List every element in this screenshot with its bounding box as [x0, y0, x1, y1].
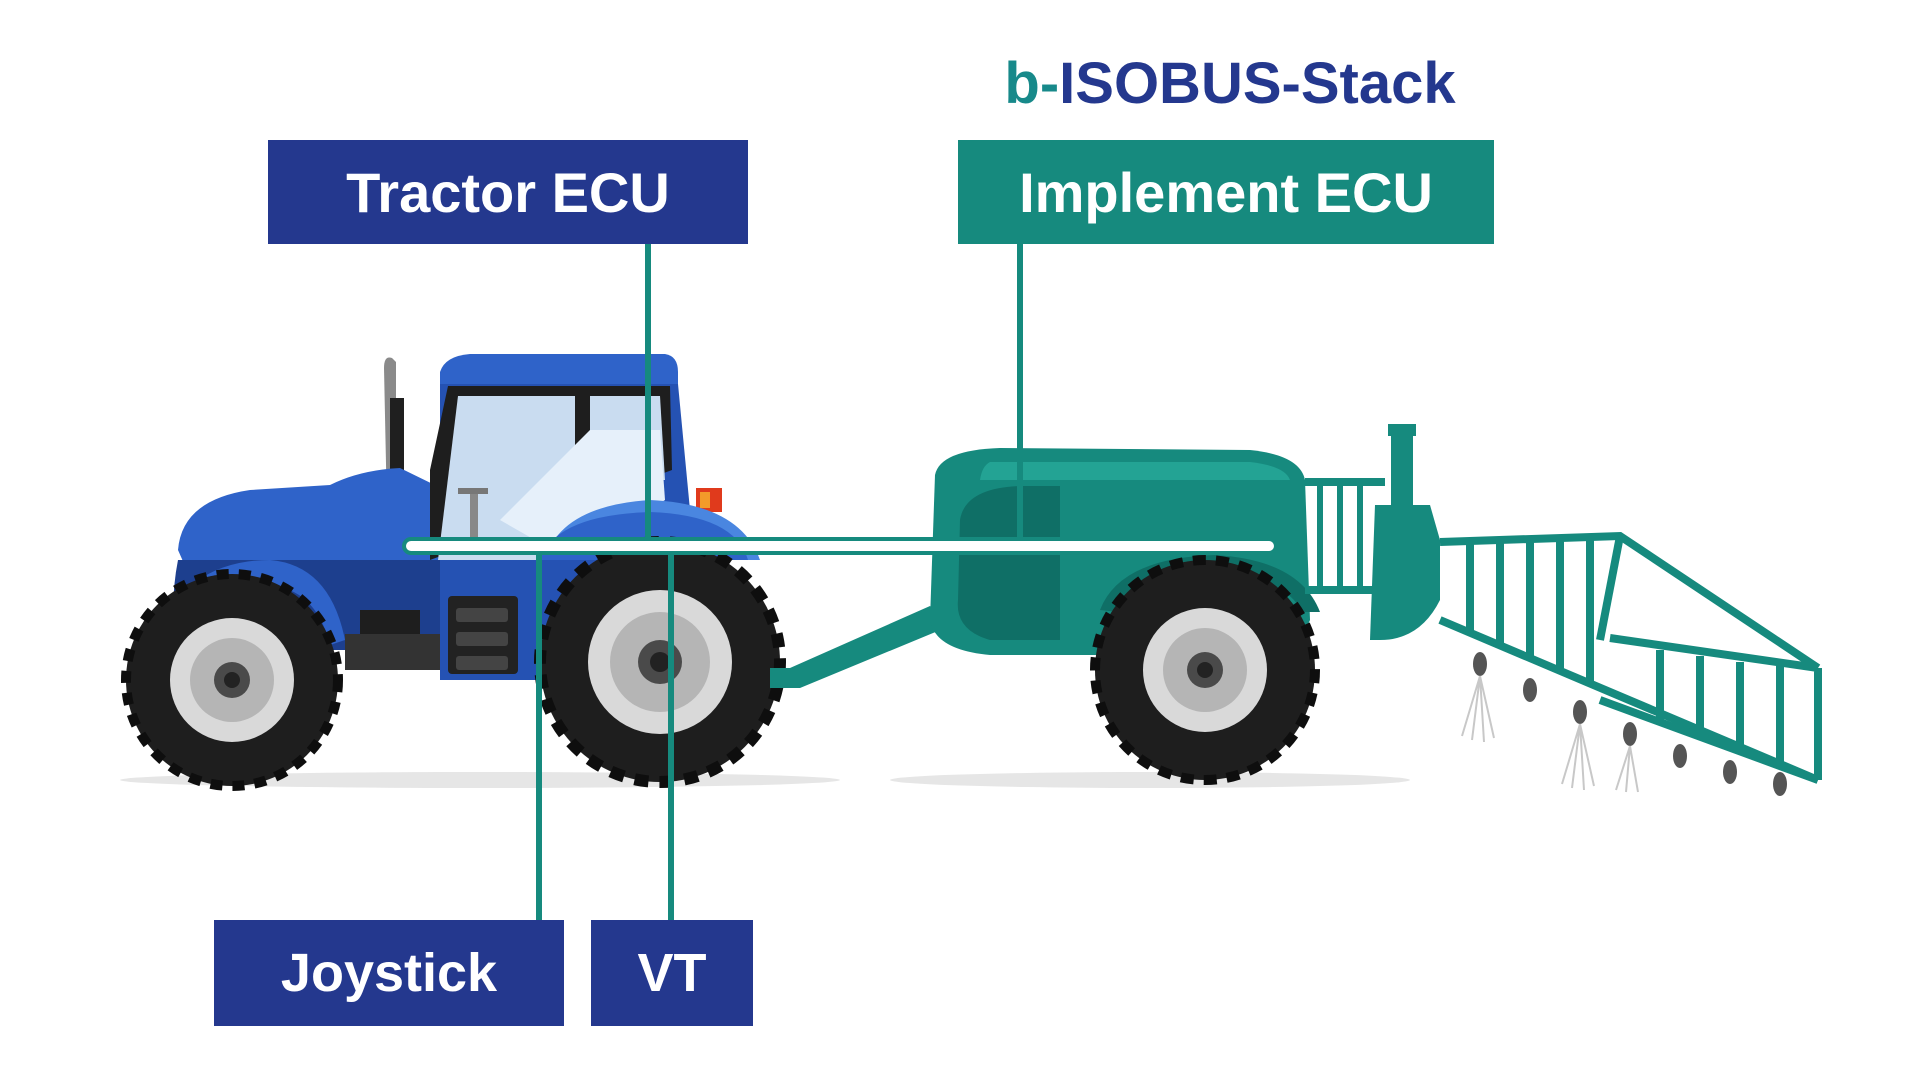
front-hub-cap	[224, 672, 240, 688]
boom-mast-cap	[1388, 424, 1416, 436]
nozzle	[1523, 678, 1537, 702]
steering-wheel	[458, 488, 488, 494]
implement-hub-cap	[1197, 662, 1213, 678]
boom-ladder-near	[1466, 536, 1594, 682]
rear-fender	[545, 500, 760, 560]
spray-boom	[1438, 531, 1822, 784]
title-prefix: b-	[1004, 50, 1060, 116]
diagram-title: b-ISOBUS-Stack	[970, 48, 1490, 118]
tractor	[121, 354, 786, 791]
nozzle	[1573, 700, 1587, 724]
ground-shadow-implement	[890, 772, 1410, 788]
cab-step-2	[456, 632, 508, 646]
spray-nozzles	[1473, 652, 1787, 796]
front-tire-tread	[121, 569, 343, 791]
rear-hub-cap	[650, 652, 670, 672]
title-main: ISOBUS-Stack	[1059, 50, 1456, 116]
boom-ladder-far	[1656, 650, 1784, 766]
tractor-front-wheel	[121, 569, 343, 791]
isobus-main-bus	[402, 537, 1278, 555]
implement-sprayer	[770, 424, 1822, 796]
nozzle	[1773, 772, 1787, 796]
cab-roof	[440, 354, 678, 384]
implement-ecu-box	[958, 140, 1494, 244]
joystick-label: Joystick	[280, 943, 498, 1003]
cab-step-1	[456, 608, 508, 622]
tractor-rear-wheel	[534, 536, 786, 788]
nozzle	[1723, 760, 1737, 784]
implement-tire-tread	[1090, 555, 1320, 785]
engine-grille	[360, 610, 420, 634]
sprayer-tank-shade	[957, 486, 1060, 640]
mist-jet	[1561, 723, 1595, 791]
boom-end-frame	[1598, 634, 1822, 784]
boom-frame-ladder	[1317, 482, 1363, 590]
spray-mist	[1461, 675, 1639, 793]
mist-jet	[1615, 745, 1639, 793]
sprayer-tank-highlight	[980, 462, 1290, 480]
nozzle	[1473, 652, 1487, 676]
nozzle	[1673, 744, 1687, 768]
implement-wheel	[1090, 555, 1320, 785]
mist-jet	[1461, 675, 1495, 743]
drawbar	[770, 606, 950, 688]
boom-diagonal	[1596, 535, 1624, 641]
boom-mast-bracket	[1370, 505, 1440, 640]
cab-glass-highlight	[500, 430, 665, 560]
steering-wheel-post	[470, 492, 478, 552]
tail-light-lens	[700, 492, 710, 508]
joystick-box	[214, 920, 564, 1026]
nozzle	[1623, 722, 1637, 746]
vt-label: VT	[637, 943, 707, 1003]
tractor-ecu-label: Tractor ECU	[346, 160, 670, 224]
implement-ecu-label: Implement ECU	[1019, 160, 1433, 224]
engine-base	[345, 634, 445, 670]
vt-box	[591, 920, 753, 1026]
tractor-ecu-box	[268, 140, 748, 244]
isobus-wiring	[402, 244, 1278, 922]
cab-step-3	[456, 656, 508, 670]
